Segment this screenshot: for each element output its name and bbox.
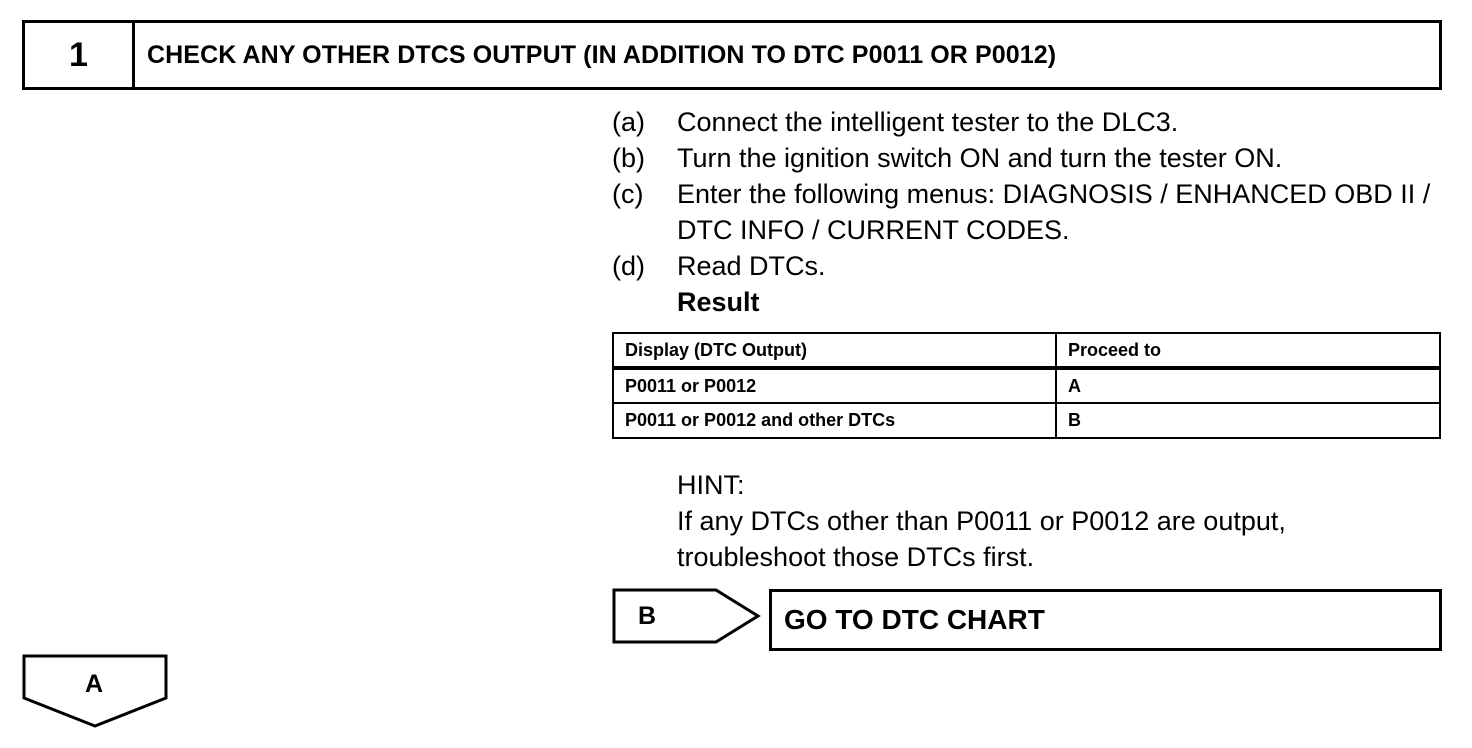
table-cell: P0011 or P0012 [612,367,1057,404]
hint: HINT: If any DTCs other than P0011 or P0… [677,467,1437,575]
step-item: (c) Enter the following menus: DIAGNOSIS… [612,176,1442,248]
step-item: (a) Connect the intelligent tester to th… [612,104,1442,140]
branch-b-label: B [637,601,657,630]
step-number: 1 [25,23,135,87]
step-text: Turn the ignition switch ON and turn the… [677,143,1283,173]
table-cell: P0011 or P0012 and other DTCs [612,402,1057,439]
column-header: Display (DTC Output) [612,332,1057,370]
table-header-row: Display (DTC Output) Proceed to [612,332,1441,370]
table-cell: B [1055,402,1441,439]
step-header: 1 CHECK ANY OTHER DTCS OUTPUT (IN ADDITI… [22,20,1442,90]
goto-destination: GO TO DTC CHART [769,589,1442,651]
hint-label: HINT: [677,470,745,500]
table-row: P0011 or P0012 A [612,367,1441,404]
branch-a-arrow-icon [22,654,168,728]
step-text: Connect the intelligent tester to the DL… [677,107,1179,137]
branch-a-label: A [84,669,104,698]
result-table: Display (DTC Output) Proceed to P0011 or… [612,332,1441,439]
step-letter: (a) [612,107,645,137]
step-letter: (d) [612,251,645,281]
step-item: (d) Read DTCs. [612,248,1442,284]
step-letter: (b) [612,143,645,173]
column-header: Proceed to [1055,332,1441,370]
step-item: (b) Turn the ignition switch ON and turn… [612,140,1442,176]
branch-b-arrow-icon [612,588,761,644]
step-text: Enter the following menus: DIAGNOSIS / E… [677,179,1431,245]
table-row: P0011 or P0012 and other DTCs B [612,402,1441,439]
step-text: Read DTCs. [677,251,826,281]
procedure-steps: (a) Connect the intelligent tester to th… [612,104,1442,320]
step-letter: (c) [612,179,644,209]
step-title: CHECK ANY OTHER DTCS OUTPUT (IN ADDITION… [147,40,1057,69]
hint-text: If any DTCs other than P0011 or P0012 ar… [677,506,1286,572]
result-label: Result [677,287,760,317]
table-cell: A [1055,367,1441,404]
